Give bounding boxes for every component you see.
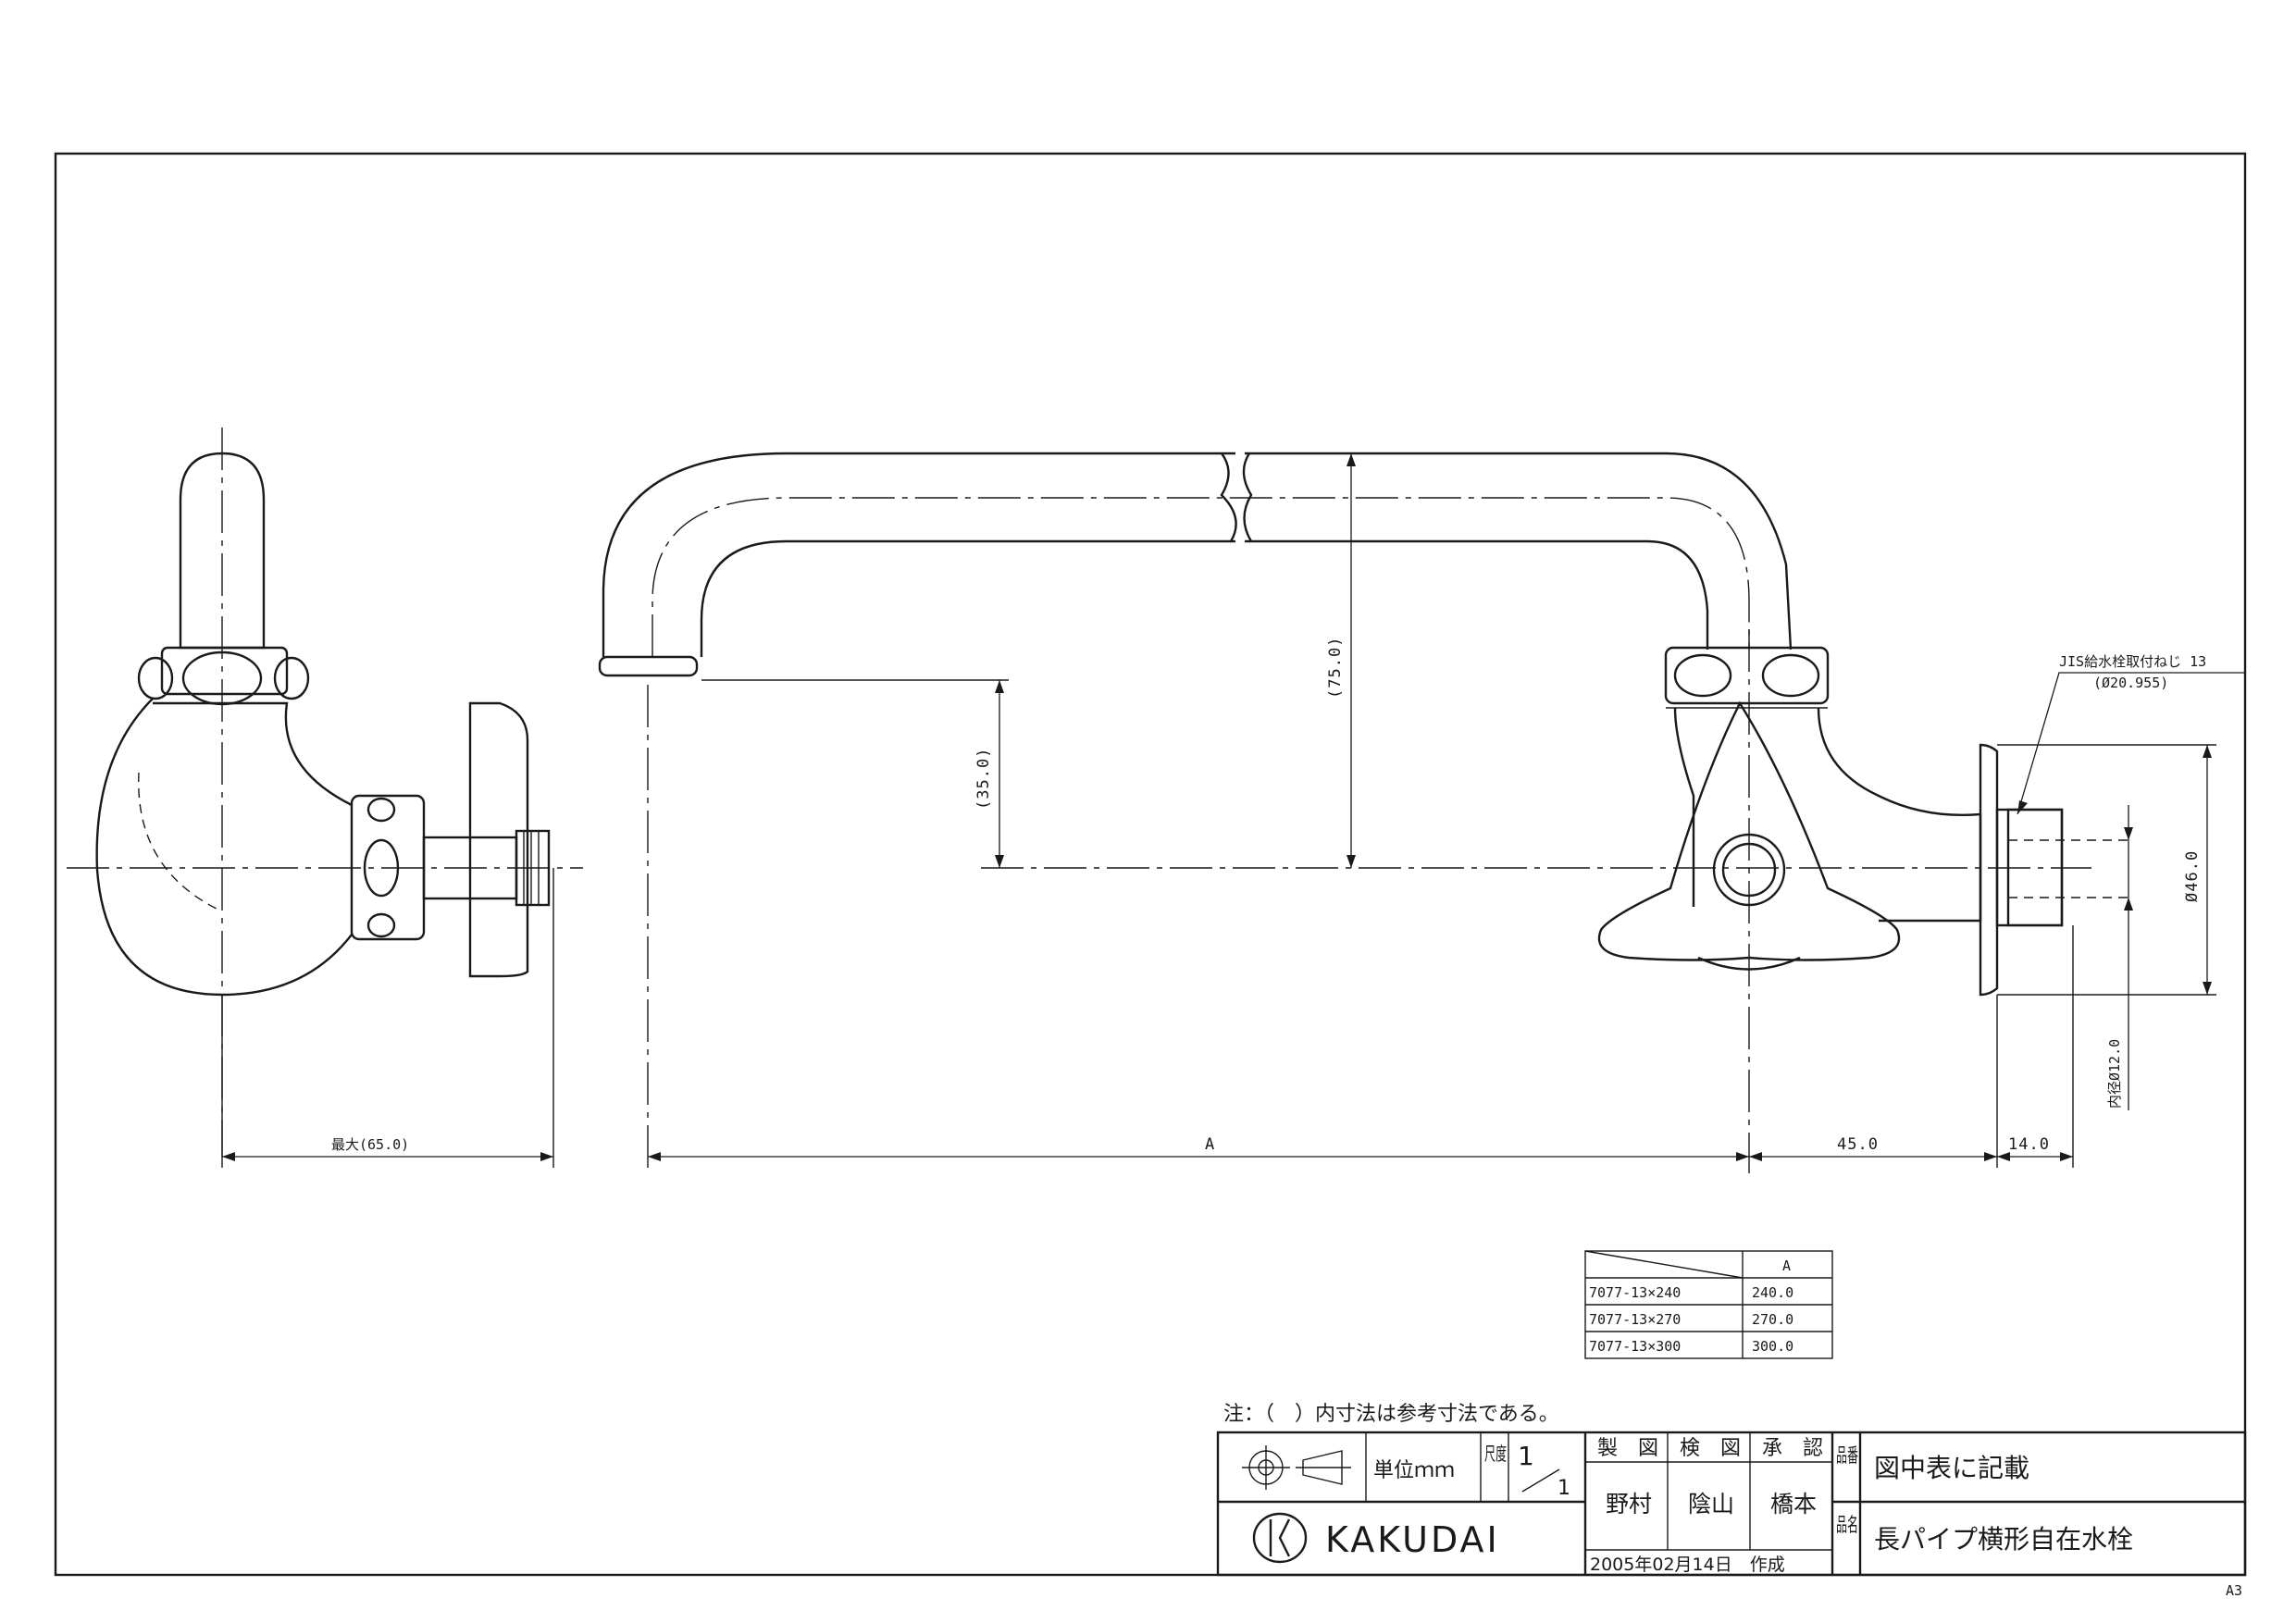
drawn-label: 製 図 (1597, 1437, 1658, 1460)
dim-side-width: 最大(65.0) (331, 1136, 409, 1153)
side-view (67, 427, 583, 1168)
drawing-frame (54, 152, 2247, 1577)
table-row-value: 270.0 (1752, 1311, 1793, 1328)
dim-length-a: A (1205, 1135, 1215, 1154)
table-row-model: 7077-13×240 (1589, 1284, 1681, 1301)
sheet-size: A3 (2226, 1582, 2242, 1599)
number-value: 図中表に記載 (1874, 1453, 2029, 1483)
thread-note-2: (Ø20.955) (2093, 675, 2168, 691)
name-value: 長パイプ横形自在水栓 (1874, 1524, 2133, 1555)
projection-symbol-icon (1242, 1445, 1351, 1490)
model-table: A 7077-13×240 240.0 7077-13×270 270.0 70… (1584, 1250, 1833, 1359)
dimension-lines (222, 453, 2244, 1168)
table-header-a: A (1782, 1258, 1791, 1274)
number-label: 品番 (1836, 1444, 1858, 1467)
dim-pipe-75: (75.0) (1326, 637, 1345, 699)
scale-label: 尺度 (1484, 1443, 1507, 1465)
drawn-name: 野村 (1606, 1491, 1652, 1518)
dim-spout-35: (35.0) (974, 748, 993, 810)
dim-flange-46: Ø46.0 (2183, 850, 2202, 902)
kakudai-logo-icon: KAKUDAI (1252, 1512, 1500, 1564)
checked-name: 陰山 (1688, 1491, 1734, 1518)
title-block: 注：（ ）内寸法は参考寸法である。 単位ｍｍ 尺度 1 1 製 図 検 図 (1216, 1403, 2247, 1577)
dim-inner-12: 内径Ø12.0 (2106, 1039, 2123, 1109)
checked-label: 検 図 (1680, 1437, 1741, 1460)
creation-date: 2005年02月14日 作成 (1590, 1555, 1785, 1575)
front-view (598, 452, 2128, 1173)
thread-note-1: JIS給水栓取付ねじ 13 (2059, 653, 2206, 670)
approved-name: 橋本 (1770, 1491, 1817, 1518)
approved-label: 承 認 (1762, 1437, 1823, 1460)
table-row-model: 7077-13×300 (1589, 1338, 1681, 1355)
scale-denominator: 1 (1558, 1477, 1570, 1500)
name-label: 品名 (1836, 1514, 1858, 1536)
table-row-value: 240.0 (1752, 1284, 1793, 1301)
dimension-texts: 最大(65.0) A 45.0 14.0 (35.0) (75.0) Ø46.0… (331, 637, 2206, 1154)
unit-label: 単位ｍｍ (1373, 1459, 1455, 1482)
reference-note: 注：（ ）内寸法は参考寸法である。 (1223, 1403, 1559, 1426)
company-name: KAKUDAI (1325, 1519, 1500, 1560)
dim-body-45: 45.0 (1837, 1135, 1879, 1154)
table-row-model: 7077-13×270 (1589, 1311, 1681, 1328)
table-row-value: 300.0 (1752, 1338, 1793, 1355)
scale-numerator: 1 (1518, 1441, 1534, 1471)
dim-thread-14: 14.0 (2008, 1135, 2050, 1154)
